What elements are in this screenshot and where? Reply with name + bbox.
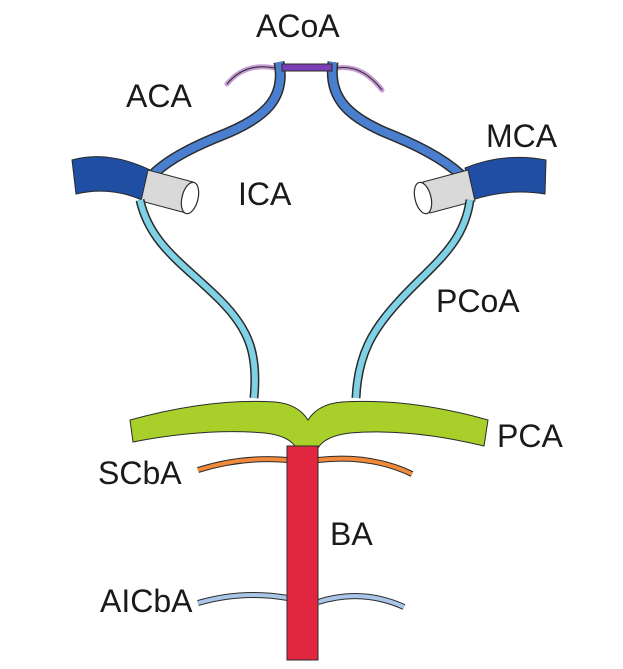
scba-left	[197, 457, 289, 472]
aca-left-branch-outline	[226, 66, 276, 85]
pcoa-left-vessel	[137, 199, 258, 399]
aicba-right	[317, 594, 405, 609]
aca-left-vessel	[144, 61, 285, 183]
pcoa-right-vessel	[353, 199, 473, 399]
label-scba: SCbA	[98, 455, 182, 491]
aca-right-branch-outline	[336, 66, 383, 91]
scba-right	[317, 456, 413, 476]
ba-vessel	[286, 445, 319, 661]
ica-right-stump	[422, 169, 476, 214]
pca-vessel	[129, 400, 489, 449]
pcoa-left-vessel-outline	[135, 198, 260, 399]
aca-right-vessel	[328, 61, 469, 183]
label-aicba: AICbA	[100, 583, 193, 619]
label-ba: BA	[330, 516, 373, 552]
ica-left-stump-end	[180, 181, 200, 215]
mca-left-vessel	[71, 156, 151, 201]
mca-right-vessel	[464, 156, 547, 201]
label-mca: MCA	[486, 118, 558, 154]
label-ica: ICA	[238, 176, 292, 212]
aicba-left	[197, 592, 289, 605]
label-pcoa: PCoA	[436, 283, 520, 319]
ica-right-stump-end	[413, 181, 433, 215]
label-acoa: ACoA	[256, 8, 340, 44]
aca-left-branch	[224, 64, 278, 87]
label-pca: PCA	[497, 418, 563, 454]
label-aca: ACA	[126, 78, 192, 114]
acoa-vessel	[281, 63, 333, 72]
